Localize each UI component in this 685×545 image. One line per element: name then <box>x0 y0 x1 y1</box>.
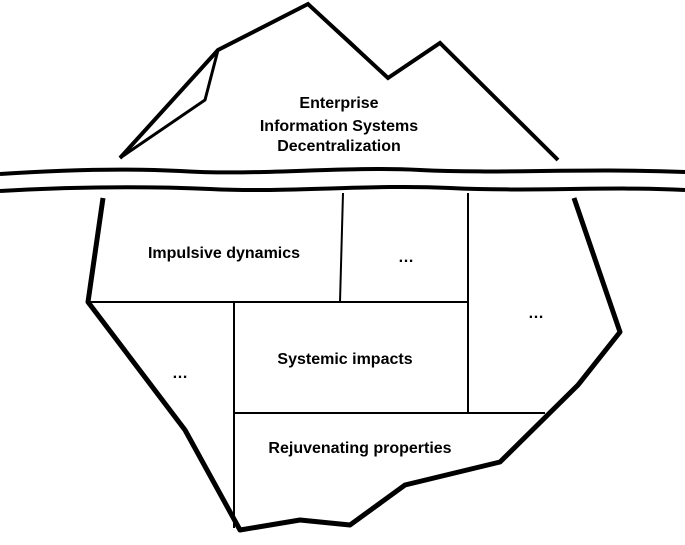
cell-top-middle-ellipsis: … <box>398 249 414 266</box>
line-top-vertical <box>339 192 344 303</box>
water-line-lower <box>0 184 685 193</box>
body-outline-left <box>85 197 623 533</box>
tip-title-line-2: Information Systems <box>260 118 418 135</box>
water-line <box>0 167 685 193</box>
cell-impulsive-dynamics: Impulsive dynamics <box>148 245 300 262</box>
cell-systemic-impacts: Systemic impacts <box>277 351 412 368</box>
tip-title-line-1: Enterprise <box>299 95 378 112</box>
tip-left-slope <box>119 49 220 160</box>
water-line-upper <box>0 167 685 176</box>
cell-left-ellipsis: … <box>172 365 188 382</box>
partition-lines <box>88 192 545 528</box>
iceberg-tip <box>118 1 560 162</box>
tip-title-line-3: Decentralization <box>277 138 401 155</box>
cell-rejuvenating-properties: Rejuvenating properties <box>268 440 451 457</box>
tip-outline <box>118 1 560 162</box>
iceberg-body <box>85 197 623 533</box>
tip-inner-fold <box>306 2 390 80</box>
cell-right-ellipsis: … <box>528 305 544 322</box>
